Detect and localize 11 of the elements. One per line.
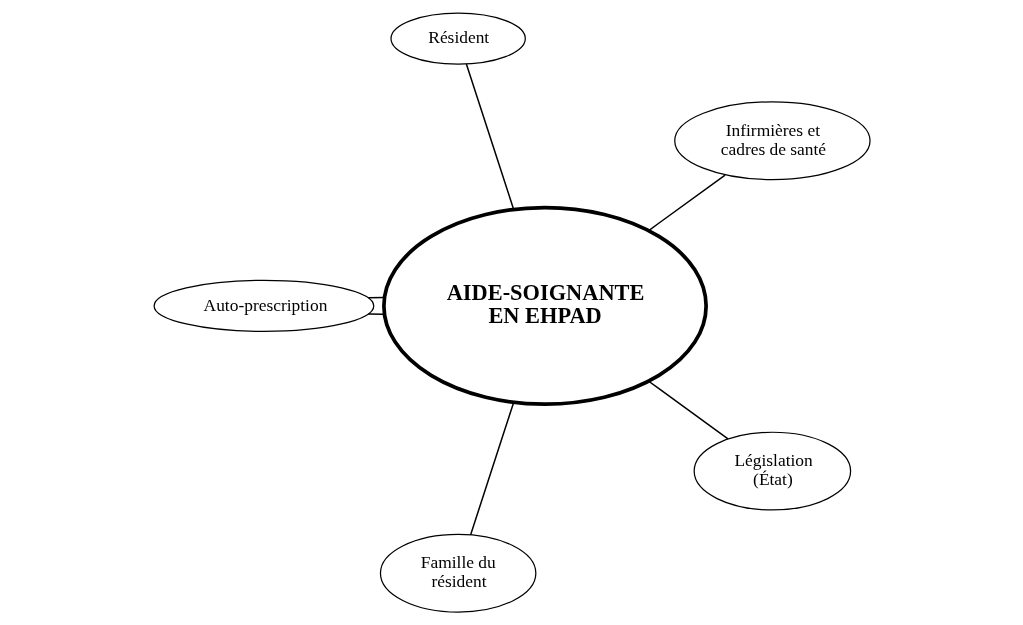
node-ellipse: Auto-prescription <box>153 279 374 333</box>
node-ellipse: Résident <box>389 12 526 65</box>
connector <box>647 174 726 232</box>
connector <box>465 63 514 211</box>
node-ellipse: Infirmières et cadres de santé <box>673 101 871 181</box>
connector <box>367 313 385 315</box>
connector <box>647 380 729 440</box>
node-ellipse: Famille du résident <box>379 533 536 613</box>
node-ellipse: Législation (État) <box>693 431 851 511</box>
node-ellipse: AIDE-SOIGNANTE EN EHPAD <box>381 205 708 407</box>
connector <box>469 401 514 536</box>
